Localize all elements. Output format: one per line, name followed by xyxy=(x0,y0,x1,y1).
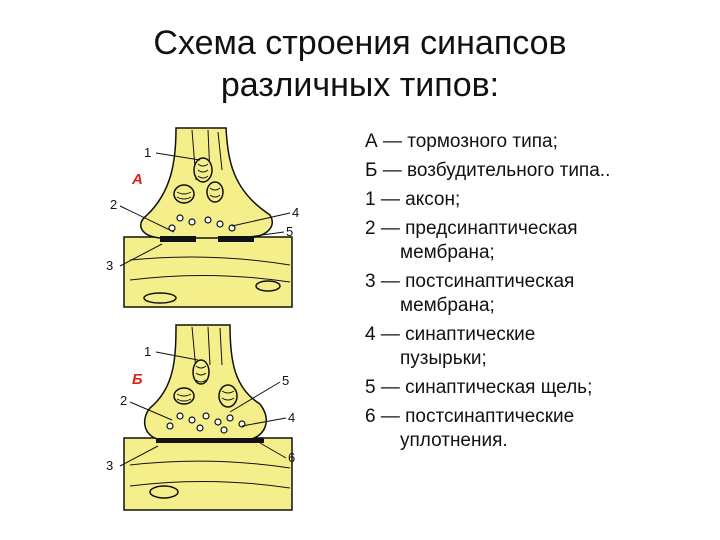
label-a-2: 2 xyxy=(110,197,117,212)
synaptic-vesicles-b xyxy=(166,412,246,434)
mitochondrion-cristae xyxy=(221,390,235,401)
label-b-4: 4 xyxy=(288,410,295,425)
legend-text: 1 — аксон; xyxy=(365,189,461,210)
label-a-1: 1 xyxy=(144,145,151,160)
legend-text-cont: пузырьки; xyxy=(400,348,487,369)
mitochondrion-cristae xyxy=(209,187,221,198)
label-b-3: 3 xyxy=(106,458,113,473)
legend-item-5: 5 — синаптическая щель; xyxy=(365,376,705,400)
legend-text: Б — возбудительного типа.. xyxy=(365,160,611,181)
label-a-5: 5 xyxy=(286,224,293,239)
legend-text-cont: мембрана; xyxy=(400,295,495,316)
mitochondrion-b1 xyxy=(192,359,210,385)
panel-letter-a: А xyxy=(131,171,143,188)
title-line-2: различных типов: xyxy=(220,66,500,104)
legend-text: 5 — синаптическая щель; xyxy=(365,377,593,398)
label-b-2: 2 xyxy=(120,393,127,408)
postsynaptic-density-b xyxy=(156,438,264,443)
synaptic-vesicles-a xyxy=(168,214,236,232)
legend-item-3: 3 — постсинаптическая мембрана; xyxy=(365,270,705,318)
mitochondrion-cristae xyxy=(197,163,209,179)
mitochondrion-a5 xyxy=(255,280,281,292)
mitochondrion-cristae xyxy=(195,365,207,383)
legend-text: 3 — постсинаптическая xyxy=(365,271,575,292)
postsynaptic-fibers-b xyxy=(129,460,291,489)
legend-text: 2 — предсинаптическая xyxy=(365,218,578,239)
panel-letter-b: Б xyxy=(132,371,143,388)
mitochondrion-b4 xyxy=(149,485,179,499)
postsynaptic-density-a2 xyxy=(218,236,254,242)
legend-item-2: 2 — предсинаптическая мембрана; xyxy=(365,217,705,265)
postsynaptic-cell-b xyxy=(123,437,293,511)
page-title: Схема строения синапсов различных типов: xyxy=(0,22,720,106)
mitochondrion-b3 xyxy=(218,384,238,408)
label-a-4: 4 xyxy=(292,205,299,220)
postsynaptic-fibers-a xyxy=(129,256,291,283)
label-a-3: 3 xyxy=(106,258,113,273)
legend-text: А — тормозного типа; xyxy=(365,131,558,152)
legend-text: 6 — постсинаптические xyxy=(365,406,575,427)
legend-item-1: 1 — аксон; xyxy=(365,188,705,212)
title-line-1: Схема строения синапсов xyxy=(153,24,567,62)
legend-text: 4 — синаптические xyxy=(365,324,536,345)
mitochondrion-a3 xyxy=(206,181,224,203)
postsynaptic-density-a1 xyxy=(160,236,196,242)
legend-item-a: А — тормозного типа; xyxy=(365,130,705,154)
legend-text-cont: уплотнения. xyxy=(400,430,508,451)
label-b-1: 1 xyxy=(144,344,151,359)
synapse-panel-a: А 1 2 3 4 5 xyxy=(106,127,299,308)
mitochondrion-a4 xyxy=(143,292,177,304)
legend-item-6: 6 — постсинаптические уплотнения. xyxy=(365,405,705,453)
mitochondrion-cristae xyxy=(176,191,192,200)
legend-text-cont: мембрана; xyxy=(400,242,495,263)
label-b-5: 5 xyxy=(282,373,289,388)
mitochondrion-cristae xyxy=(176,393,192,402)
synapse-diagram: А 1 2 3 4 5 Б 1 xyxy=(106,127,299,511)
synapse-panel-b: Б 1 2 3 4 5 6 xyxy=(106,324,295,511)
leader-lines-b xyxy=(119,351,287,467)
legend-item-b: Б — возбудительного типа.. xyxy=(365,159,705,183)
legend-item-4: 4 — синаптические пузырьки; xyxy=(365,323,705,371)
legend: А — тормозного типа; Б — возбудительного… xyxy=(365,130,705,458)
leader-lines-a xyxy=(119,152,291,267)
label-b-6: 6 xyxy=(288,450,295,465)
